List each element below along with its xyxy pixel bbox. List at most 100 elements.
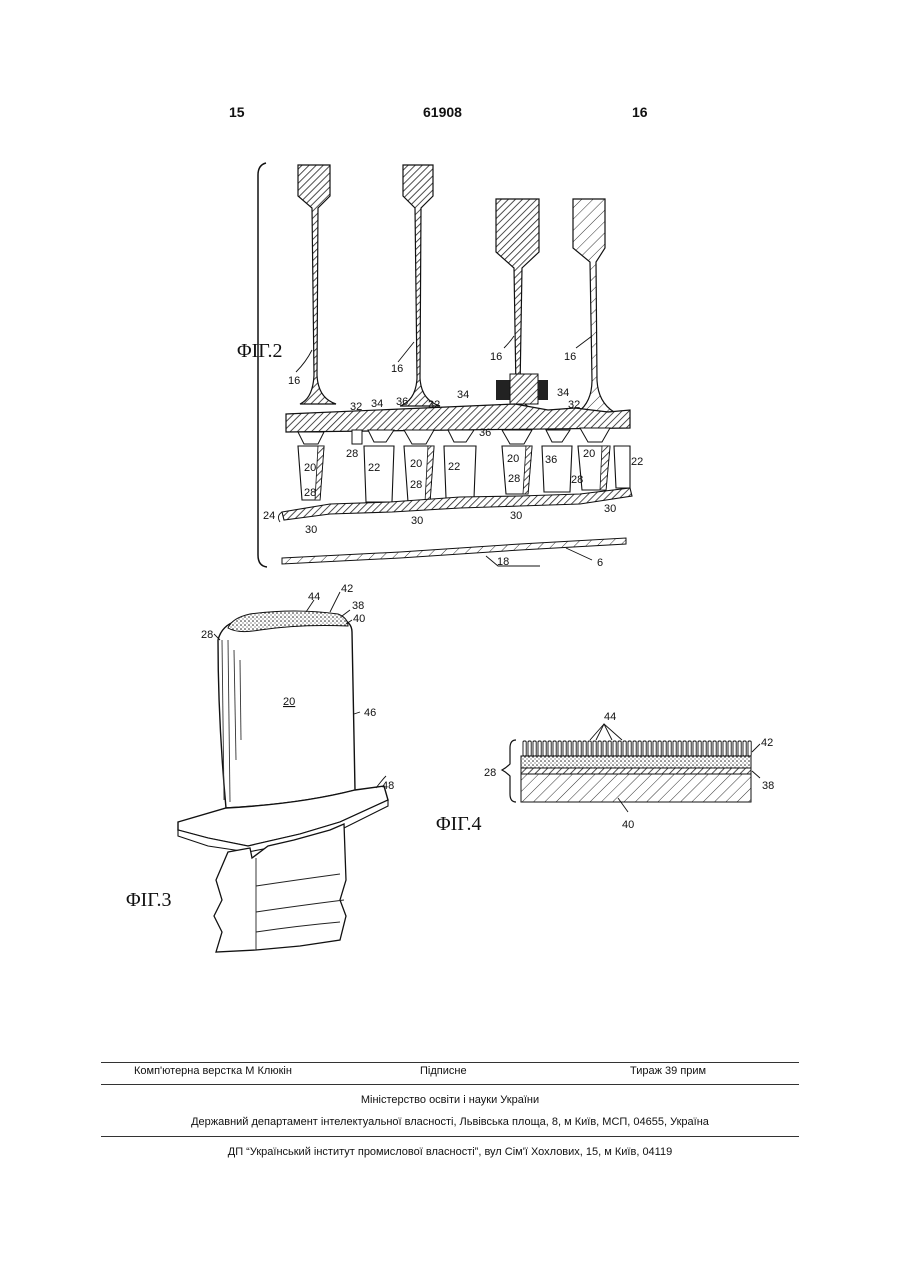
- footer-signed: Підписне: [420, 1065, 467, 1077]
- footer-rule-top: [101, 1062, 799, 1063]
- fig4-column: [653, 741, 656, 756]
- fig3-label: 42: [341, 583, 353, 595]
- fig4-column: [533, 741, 536, 756]
- figure-3: 44 42 38 40 28 20 46 48 ΦΙΓ.3: [126, 583, 394, 952]
- fig3-label: 44: [308, 591, 320, 603]
- fig4-column: [608, 741, 611, 756]
- fig2-label: 30: [411, 515, 423, 527]
- footer-rule-bottom: [101, 1136, 799, 1137]
- fig3-label: 48: [382, 780, 394, 792]
- fig2-label: 30: [510, 510, 522, 522]
- fig4-column: [748, 741, 751, 756]
- fig4-column: [568, 741, 571, 756]
- fig2-label: 32: [568, 399, 580, 411]
- fig4-column: [578, 741, 581, 756]
- fig2-blade-4: [573, 199, 614, 412]
- fig2-label: 20: [304, 462, 316, 474]
- fig2-label: 22: [448, 461, 460, 473]
- fig4-column: [643, 741, 646, 756]
- fig3-label: 40: [353, 613, 365, 625]
- fig4-brace: [502, 740, 516, 802]
- fig4-column: [593, 741, 596, 756]
- fig4-column: [553, 741, 556, 756]
- fig4-column: [713, 741, 716, 756]
- fig2-label: 34: [457, 389, 469, 401]
- fig2-caption: ΦΙΓ.2: [237, 340, 282, 362]
- fig2-label: 20: [507, 453, 519, 465]
- fig2-label: 6: [597, 557, 603, 569]
- fig4-label: 40: [622, 819, 634, 831]
- fig2-label: 32: [428, 399, 440, 411]
- fig2-label: 24: [263, 510, 275, 522]
- fig4-label: 42: [761, 737, 773, 749]
- fig4-column: [588, 741, 591, 756]
- fig4-column: [718, 741, 721, 756]
- fig2-label: 16: [288, 375, 300, 387]
- fig4-column: [688, 741, 691, 756]
- fig2-label: 22: [368, 462, 380, 474]
- footer-department: Державний департамент інтелектуальної вл…: [0, 1116, 900, 1128]
- fig4-column: [623, 741, 626, 756]
- fig3-label: 38: [352, 600, 364, 612]
- fig4-label: 44: [604, 711, 616, 723]
- figures-drawing: 16 16 16 16 32 34 36 32 34 36 34 32 28 2…: [0, 0, 900, 1060]
- fig2-label: 30: [305, 524, 317, 536]
- fig2-bracket: [258, 163, 267, 567]
- fig2-label: 20: [583, 448, 595, 460]
- fig2-label: 16: [391, 363, 403, 375]
- fig2-label: 34: [371, 398, 383, 410]
- fig4-column: [658, 741, 661, 756]
- fig3-label: 28: [201, 629, 213, 641]
- fig4-column: [523, 741, 526, 756]
- fig3-airfoil: [218, 615, 355, 808]
- fig4-layer-38: [521, 768, 751, 774]
- fig2-label: 28: [346, 448, 358, 460]
- fig3-label: 46: [364, 707, 376, 719]
- fig4-caption: ΦΙΓ.4: [436, 813, 481, 835]
- fig4-column: [613, 741, 616, 756]
- fig2-label: 22: [631, 456, 643, 468]
- fig4-column: [538, 741, 541, 756]
- fig4-column: [633, 741, 636, 756]
- figure-2: 16 16 16 16 32 34 36 32 34 36 34 32 28 2…: [237, 163, 643, 569]
- fig4-column: [733, 741, 736, 756]
- fig4-column: [703, 741, 706, 756]
- fig4-column: [743, 741, 746, 756]
- fig2-label: 36: [545, 454, 557, 466]
- fig2-label: 28: [508, 473, 520, 485]
- fig4-column: [598, 741, 601, 756]
- fig2-label: 32: [350, 401, 362, 413]
- fig2-label: 36: [479, 427, 491, 439]
- fig4-column: [668, 741, 671, 756]
- fig4-column: [583, 741, 586, 756]
- footer-ministry: Міністерство освіти і науки України: [0, 1094, 900, 1106]
- fig4-column: [548, 741, 551, 756]
- fig2-label: 28: [410, 479, 422, 491]
- fig2-label: 28: [304, 487, 316, 499]
- fig4-column: [628, 741, 631, 756]
- fig2-label: 20: [410, 458, 422, 470]
- fig4-column: [638, 741, 641, 756]
- footer-institute: ДП “Український інститут промислової вла…: [0, 1146, 900, 1158]
- fig2-label: 34: [557, 387, 569, 399]
- fig2-label: 16: [564, 351, 576, 363]
- footer-rule-middle: [101, 1084, 799, 1085]
- fig4-column: [663, 741, 666, 756]
- fig4-columns: [523, 741, 751, 756]
- figure-4: 44 42 28 38 40 ΦΙΓ.4: [436, 711, 774, 835]
- fig3-label: 20: [283, 696, 295, 708]
- fig4-label: 38: [762, 780, 774, 792]
- fig4-column: [698, 741, 701, 756]
- fig4-layer-42: [521, 756, 751, 768]
- fig2-blade-1: [298, 165, 336, 404]
- footer-circulation: Тираж 39 прим: [630, 1065, 706, 1077]
- fig4-column: [558, 741, 561, 756]
- fig4-substrate: [521, 774, 751, 802]
- footer-typesetting: Комп'ютерна верстка М Клюкін: [134, 1065, 292, 1077]
- fig4-column: [573, 741, 576, 756]
- fig4-column: [543, 741, 546, 756]
- fig2-label: 16: [490, 351, 502, 363]
- fig4-column: [693, 741, 696, 756]
- fig2-label: 18: [497, 556, 509, 568]
- fig4-column: [678, 741, 681, 756]
